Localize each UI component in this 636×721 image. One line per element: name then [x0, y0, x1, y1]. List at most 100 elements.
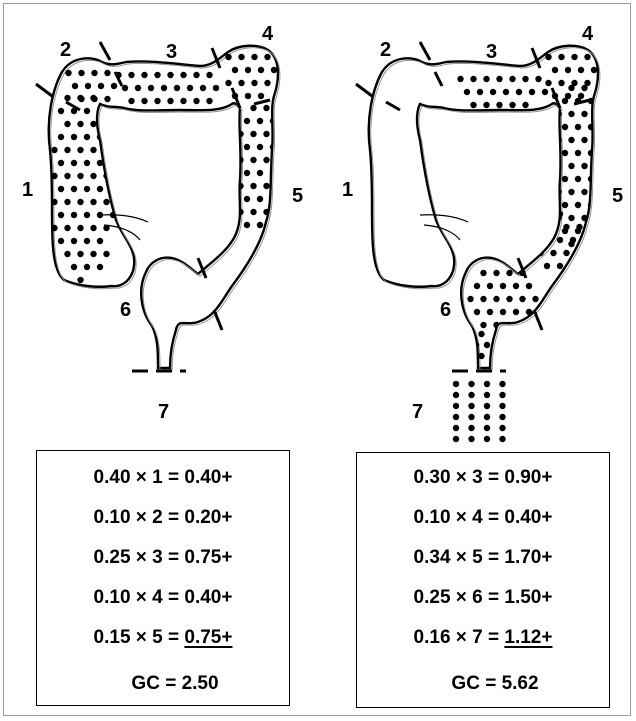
tumor-dot	[147, 84, 155, 92]
tumor-dot	[463, 88, 471, 96]
calc-lhs: 0.10 × 2 =	[93, 507, 185, 528]
tumor-dot	[83, 185, 91, 193]
tumor-dot	[480, 321, 487, 329]
tumor-dot	[483, 101, 490, 109]
calc-rhs: 0.40+	[184, 467, 233, 488]
tumor-dot	[250, 156, 257, 164]
tumor-dot	[509, 101, 516, 109]
calc-lhs: 0.40 × 1 =	[93, 467, 185, 488]
tumor-dot	[543, 262, 551, 270]
tumor-dot	[78, 95, 85, 103]
tumor-dot	[263, 156, 270, 164]
tumor-dot	[77, 198, 84, 206]
segment-boundaries	[355, 41, 591, 373]
tumor-dot	[167, 97, 174, 105]
tumor-dot	[180, 97, 187, 105]
tumor-dot	[568, 110, 575, 118]
segment-label-3: 3	[166, 41, 177, 63]
tumor-dot	[512, 308, 520, 316]
segment-label-7: 7	[412, 401, 423, 423]
tumor-dot	[64, 120, 71, 128]
tumor-dot	[51, 146, 58, 154]
tumor-dot	[499, 391, 506, 399]
tumor-dot	[193, 97, 200, 105]
calc-rhs: 1.50+	[504, 587, 553, 608]
tumor-dot	[64, 250, 71, 258]
tumor-dot	[563, 249, 570, 257]
tumor-dot	[499, 413, 506, 421]
tumor-dot	[473, 308, 481, 316]
calc-rhs: 0.20+	[184, 507, 233, 528]
tumor-dot	[556, 236, 564, 244]
tumor-dot	[581, 214, 588, 222]
tumor-dot	[64, 224, 71, 232]
tumor-dot	[452, 413, 460, 421]
tumor-dot	[83, 159, 91, 167]
tumor-dot	[206, 71, 213, 79]
tumor-dot	[250, 104, 257, 112]
calc-rhs: 0.40+	[504, 507, 553, 528]
tumor-dot	[457, 75, 464, 83]
tumor-dot	[96, 159, 104, 167]
tumor-dot	[64, 146, 71, 154]
tumor-dot	[576, 249, 583, 257]
tumor-dot	[499, 424, 506, 432]
calc-line: 0.30 × 3 = 0.90+	[357, 467, 609, 489]
tumor-dot	[483, 75, 490, 83]
tumor-dot	[489, 88, 497, 96]
segment-boundary-mark	[550, 87, 562, 109]
tumor-dot	[263, 208, 270, 216]
tumor-dot	[522, 75, 529, 83]
tumor-dot	[90, 172, 97, 180]
calc-rhs: 1.12+	[504, 627, 553, 648]
calc-lhs: 0.34 × 5 =	[413, 547, 505, 568]
tumor-dot	[263, 104, 270, 112]
segment-boundary-mark	[573, 98, 591, 106]
tumor-dot	[109, 159, 117, 167]
tumor-dot	[577, 92, 585, 100]
tumor-dot	[70, 211, 78, 219]
tumor-dot	[231, 66, 239, 74]
calc-line: 0.25 × 3 = 0.75+	[37, 547, 289, 569]
tumor-dot	[561, 175, 569, 183]
tumor-dot	[483, 391, 491, 399]
segment-label-5: 5	[612, 185, 623, 207]
tumor-dot	[473, 282, 481, 290]
tumor-dot	[251, 53, 258, 61]
tumor-dot	[561, 97, 569, 105]
tumor-dot	[57, 133, 65, 141]
tumor-dot	[251, 79, 258, 87]
tumor-dot	[83, 211, 91, 219]
tumor-dot	[581, 136, 588, 144]
tumor-dot	[594, 136, 598, 144]
tumor-dot	[263, 182, 270, 190]
tumor-dot	[525, 308, 533, 316]
tumor-dot	[564, 66, 572, 74]
calc-line: 0.15 × 5 = 0.75+	[37, 627, 289, 649]
calc-lhs: 0.30 × 3 =	[413, 467, 505, 488]
tumor-dot	[581, 110, 588, 118]
tumor-dot	[57, 185, 65, 193]
calc-lhs: 0.25 × 3 =	[93, 547, 185, 568]
tumor-dots	[51, 53, 278, 284]
segment-label-6: 6	[120, 299, 131, 321]
tumor-dot	[91, 69, 98, 77]
tumor-dot	[478, 352, 485, 360]
segment-boundary-mark	[253, 98, 271, 106]
tumor-dot	[587, 201, 595, 209]
tumor-dot	[160, 84, 168, 92]
tumor-dot	[256, 221, 264, 229]
tumor-dot	[496, 101, 503, 109]
tumor-dot	[468, 402, 475, 410]
segment-label-4: 4	[582, 23, 594, 45]
rectal-tumor-dots	[452, 380, 506, 443]
tumor-dot	[564, 92, 572, 100]
segment-label-2: 2	[380, 39, 391, 61]
tumor-dot	[263, 130, 270, 138]
tumor-dot	[519, 295, 526, 303]
tumor-dot	[256, 117, 264, 125]
calc-lhs: 0.15 × 5 =	[93, 627, 185, 648]
segment-boundary-mark	[210, 47, 222, 69]
tumor-dot	[558, 79, 565, 87]
tumor-dot	[128, 97, 135, 105]
